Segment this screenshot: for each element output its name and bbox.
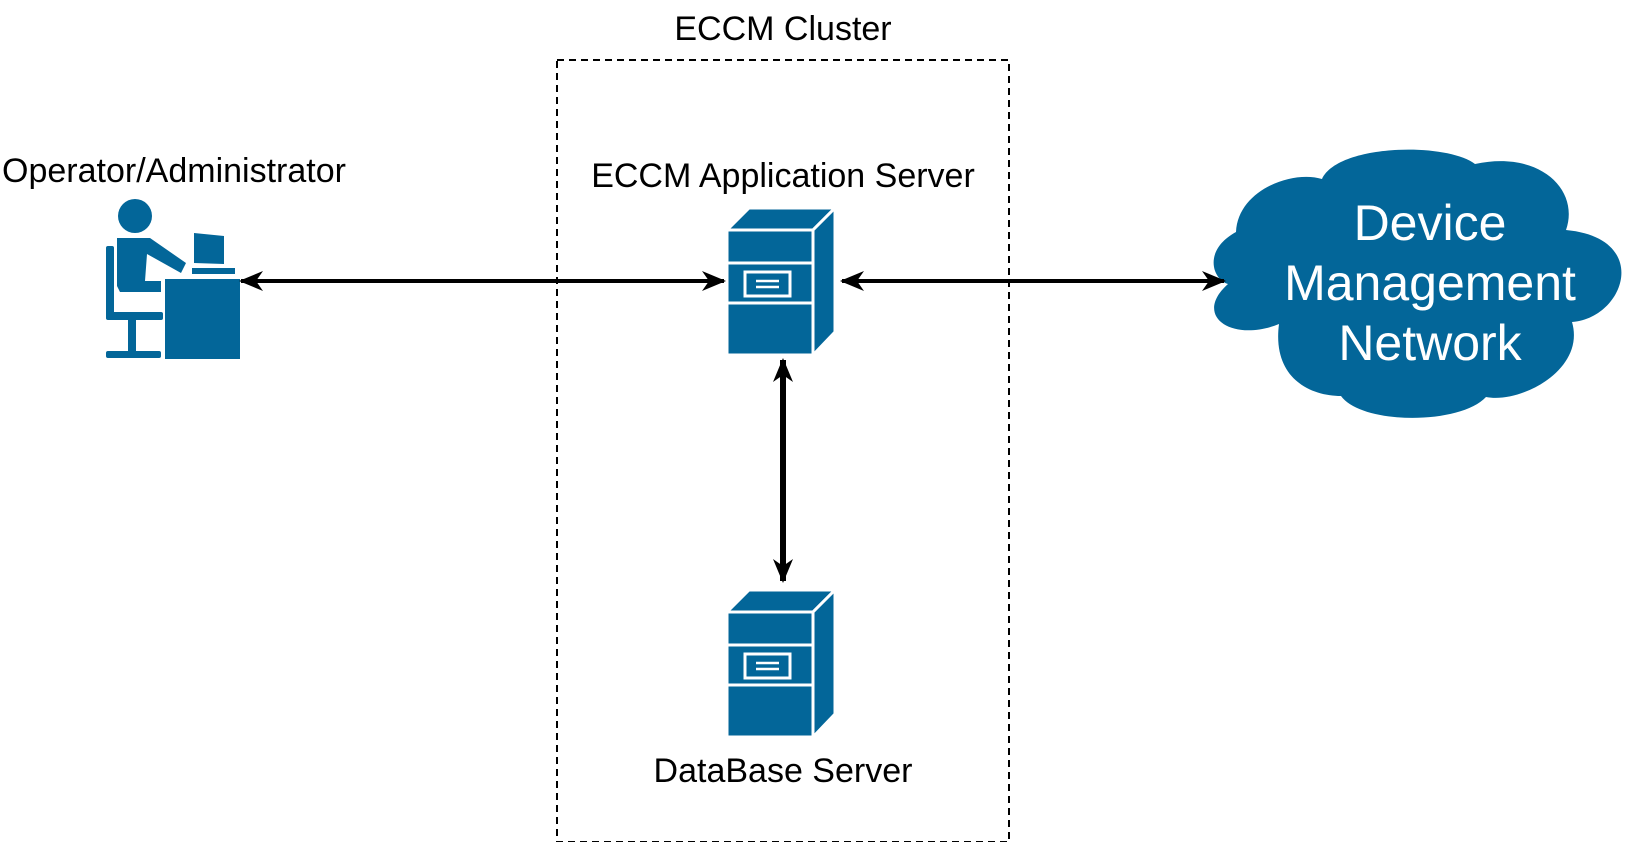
db-server-label: DataBase Server (654, 752, 913, 790)
cloud-label-line-3: Network (1338, 315, 1522, 371)
cloud-label-line-2: Management (1284, 255, 1576, 311)
db-server-icon (725, 588, 837, 739)
app-server-icon (725, 206, 837, 357)
operator-workstation-icon (106, 199, 240, 359)
app-server-label: ECCM Application Server (591, 157, 975, 195)
cloud-label-line-1: Device (1354, 195, 1507, 251)
cluster-boundary (556, 59, 1010, 842)
cluster-label: ECCM Cluster (674, 10, 891, 48)
operator-label: Operator/Administrator (2, 152, 346, 190)
cloud-icon (1213, 149, 1622, 418)
